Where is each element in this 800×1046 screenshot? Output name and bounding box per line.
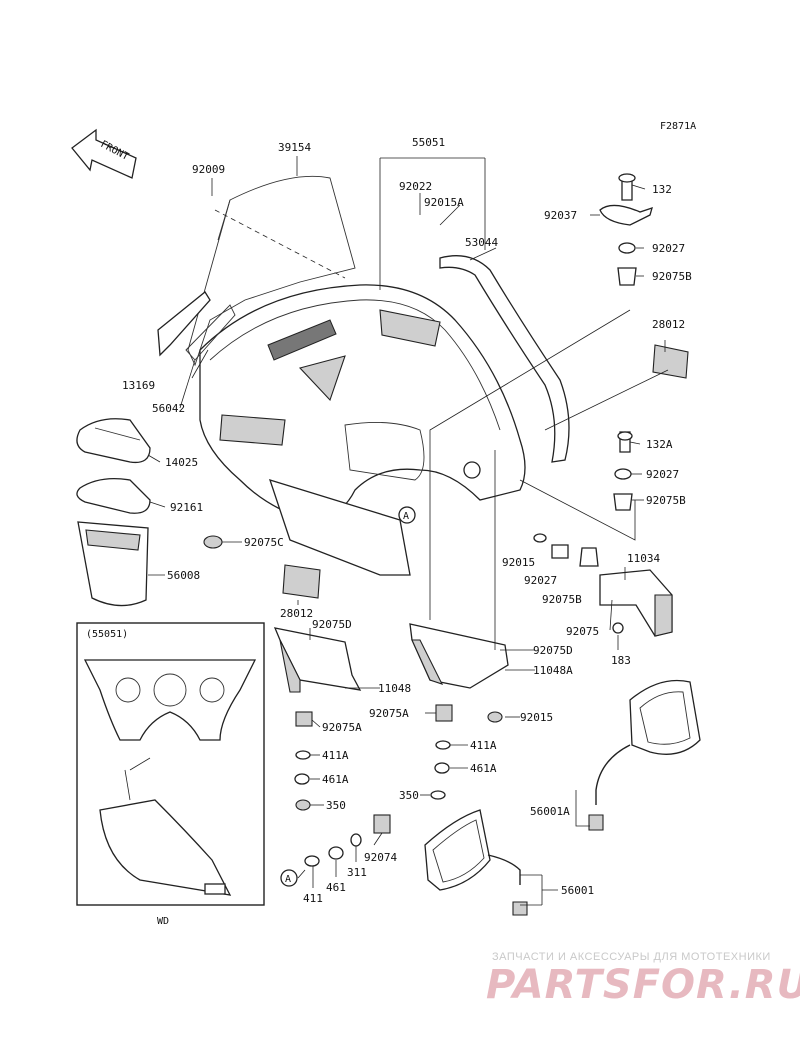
nut-350-right: [430, 790, 446, 800]
label-11048a: 11048A: [533, 664, 573, 677]
grommet-92075b-mid: [613, 493, 633, 511]
marker-a-bottom: A: [280, 869, 298, 887]
label-39154: 39154: [278, 141, 311, 154]
grommet-92075a-right: [435, 704, 453, 722]
marker-a-bottom-label: A: [285, 874, 291, 885]
leader-lines: [147, 156, 669, 906]
label-56042: 56042: [152, 402, 185, 415]
figure-code: F2871A: [660, 121, 696, 132]
mirror-56001a: [588, 679, 701, 831]
nut-92027-mid: [614, 468, 632, 480]
side-trim-56042: [185, 304, 236, 361]
bolt-183: [612, 622, 624, 634]
label-92075b-top: 92075B: [652, 270, 692, 283]
trim-strip: [439, 255, 570, 463]
washer-411: [304, 855, 320, 867]
label-92075d-left: 92075D: [312, 618, 352, 631]
stay-11048a: [409, 623, 509, 689]
label-411: 411: [303, 892, 323, 905]
label-11034: 11034: [627, 552, 660, 565]
label-350-right: 350: [399, 789, 419, 802]
label-13169: 13169: [122, 379, 155, 392]
nut-92015-low: [487, 711, 503, 723]
label-28012-right: 28012: [652, 318, 685, 331]
duct-56008: [77, 521, 149, 607]
label-350-left: 350: [326, 799, 346, 812]
nut-92027-top: [618, 242, 636, 254]
label-28012-low: 28012: [280, 607, 313, 620]
label-92075d-right: 92075D: [533, 644, 573, 657]
label-92075b-mid: 92075B: [646, 494, 686, 507]
upper-fairing: [199, 284, 526, 576]
duct-cover-14025: [76, 418, 151, 464]
marker-a-top-label: A: [403, 511, 409, 522]
label-92027-mid: 92027: [646, 468, 679, 481]
bracket-92037: [599, 204, 653, 226]
label-56001a: 56001A: [530, 805, 570, 818]
label-461: 461: [326, 881, 346, 894]
label-92075a-left: 92075A: [322, 721, 362, 734]
bolt-132a: [617, 431, 633, 453]
label-92074: 92074: [364, 851, 397, 864]
label-92022: 92022: [399, 180, 432, 193]
inset-box: (55051): [76, 622, 265, 906]
label-92027-top: 92027: [652, 242, 685, 255]
label-14025: 14025: [165, 456, 198, 469]
grommet-92075c: [203, 535, 223, 549]
grommet-92075b-low: [579, 547, 599, 567]
watermark-logo: PARTSFOR.RU: [486, 962, 800, 1008]
marker-a-top: A: [398, 506, 416, 524]
label-92075: 92075: [566, 625, 599, 638]
label-92037: 92037: [544, 209, 577, 222]
washer-461: [328, 846, 344, 860]
label-56001: 56001: [561, 884, 594, 897]
label-92075b-low: 92075B: [542, 593, 582, 606]
label-53044: 53044: [465, 236, 498, 249]
label-92161: 92161: [170, 501, 203, 514]
washer-461a-left: [294, 773, 310, 785]
label-132a: 132A: [646, 438, 673, 451]
washer-461a-right: [434, 762, 450, 774]
label-56008: 56008: [167, 569, 200, 582]
label-92027-low: 92027: [524, 574, 557, 587]
grommet-92074: [373, 814, 391, 834]
grommet-92075b-top: [617, 267, 637, 286]
nut-92027-low: [551, 544, 569, 559]
side-bracket-13169: [157, 291, 211, 357]
label-132: 132: [652, 183, 672, 196]
front-arrow-icon: FRONT: [71, 128, 137, 179]
inset-caption: WD: [157, 916, 169, 927]
bracket-11034: [599, 569, 673, 637]
label-92075a-right: 92075A: [369, 707, 409, 720]
washer-411a-right: [435, 740, 451, 750]
nut-92015-mid: [533, 533, 547, 543]
label-461a-left: 461A: [322, 773, 349, 786]
label-92009: 92009: [192, 163, 225, 176]
washer-311: [350, 833, 362, 847]
label-55051: 55051: [412, 136, 445, 149]
label-92075c: 92075C: [244, 536, 284, 549]
label-92015-low: 92015: [520, 711, 553, 724]
label-411a-right: 411A: [470, 739, 497, 752]
label-plate-right: [652, 344, 689, 379]
watermark-tagline: ЗАПЧАСТИ И АКСЕССУАРЫ ДЛЯ МОТОТЕХНИКИ: [492, 951, 771, 963]
seal-92161: [76, 477, 151, 514]
stay-11048: [273, 627, 362, 693]
label-11048: 11048: [378, 682, 411, 695]
label-92015-mid: 92015: [502, 556, 535, 569]
label-411a-left: 411A: [322, 749, 349, 762]
label-183: 183: [611, 654, 631, 667]
bolt-132: [618, 173, 636, 201]
inset-title: (55051): [86, 629, 128, 640]
label-plate-low: [282, 564, 321, 599]
label-92015a: 92015A: [424, 196, 464, 209]
grommet-92075a-left: [295, 711, 313, 727]
nut-350-left: [295, 799, 311, 811]
mirror-56001: [424, 809, 528, 916]
label-311: 311: [347, 866, 367, 879]
label-461a-right: 461A: [470, 762, 497, 775]
washer-411a-left: [295, 750, 311, 760]
